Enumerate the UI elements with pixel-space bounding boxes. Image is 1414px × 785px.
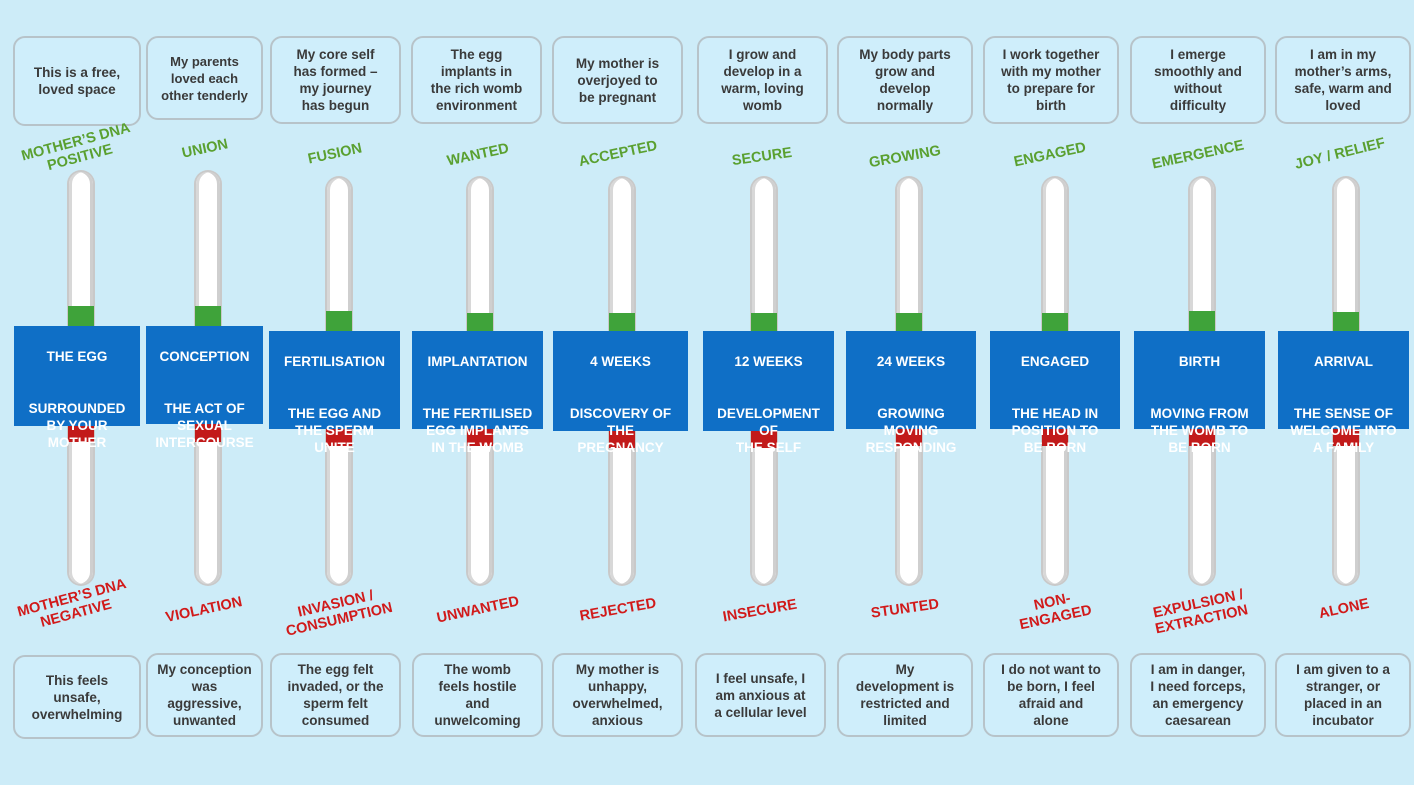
positive-label: WANTED — [445, 140, 511, 170]
negative-statement: The womb feels hostile and unwelcoming — [412, 653, 543, 737]
stage-description: THE FERTILISED EGG IMPLANTS IN THE WOMB — [422, 406, 533, 455]
stage-panel: ARRIVAL THE SENSE OF WELCOME INTO A FAMI… — [1278, 331, 1409, 455]
stage-title: 24 WEEKS — [876, 354, 946, 369]
stage-title: IMPLANTATION — [427, 354, 528, 369]
positive-marker — [326, 311, 352, 331]
stage-panel: ENGAGED THE HEAD IN POSITION TO BE BORN — [990, 331, 1120, 455]
stage-panel: 24 WEEKS GROWING MOVING RESPONDING — [846, 331, 976, 455]
negative-marker — [195, 424, 221, 442]
stage-panel: BIRTH MOVING FROM THE WOMB TO BE BORN — [1134, 331, 1265, 455]
positive-statement: I emerge smoothly and without difficulty — [1130, 36, 1266, 124]
negative-label: ALONE — [1317, 595, 1371, 623]
positive-statement: I am in my mother’s arms, safe, warm and… — [1275, 36, 1411, 124]
negative-statement: The egg felt invaded, or the sperm felt … — [270, 653, 401, 737]
negative-label: INSECURE — [721, 596, 799, 626]
negative-label: INVASION / CONSUMPTION — [284, 587, 395, 640]
stage-description: GROWING MOVING RESPONDING — [865, 406, 957, 455]
negative-marker — [751, 430, 777, 448]
positive-statement: My mother is overjoyed to be pregnant — [552, 36, 683, 124]
stage-description: THE EGG AND THE SPERM UNITE — [287, 406, 382, 455]
positive-marker — [1333, 312, 1359, 332]
positive-statement: I grow and develop in a warm, loving wom… — [697, 36, 828, 124]
negative-marker — [1333, 428, 1359, 446]
positive-label: FUSION — [306, 140, 364, 168]
positive-marker — [896, 313, 922, 333]
negative-marker — [326, 428, 352, 446]
positive-statement: My core self has formed – my journey has… — [270, 36, 401, 124]
stage-description: THE HEAD IN POSITION TO BE BORN — [1011, 406, 1099, 455]
positive-label: EMERGENCE — [1150, 137, 1246, 173]
stage-title: BIRTH — [1178, 354, 1221, 369]
positive-label: JOY / RELIEF — [1293, 135, 1387, 173]
negative-statement: I am given to a stranger, or placed in a… — [1275, 653, 1411, 737]
negative-label: UNWANTED — [435, 593, 521, 627]
negative-label: REJECTED — [578, 595, 658, 625]
negative-marker — [68, 424, 94, 442]
positive-label: ENGAGED — [1012, 139, 1088, 171]
negative-statement: I do not want to be born, I feel afraid … — [983, 653, 1119, 737]
positive-marker — [609, 313, 635, 333]
stage-title: 12 WEEKS — [734, 354, 803, 369]
positive-label: SECURE — [730, 144, 794, 170]
negative-label: STUNTED — [869, 596, 941, 622]
positive-marker — [467, 313, 493, 333]
positive-label: ACCEPTED — [577, 137, 659, 171]
stage-description: SURROUNDED BY YOUR MOTHER — [28, 401, 126, 450]
stage-panel: THE EGG SURROUNDED BY YOUR MOTHER — [14, 326, 140, 450]
stage-title: ENGAGED — [1020, 354, 1090, 369]
negative-label: VIOLATION — [164, 594, 244, 626]
positive-statement: I work together with my mother to prepar… — [983, 36, 1119, 124]
stage-panel: FERTILISATION THE EGG AND THE SPERM UNIT… — [269, 331, 400, 455]
stage-description: THE SENSE OF WELCOME INTO A FAMILY — [1290, 406, 1397, 455]
stage-panel: IMPLANTATION THE FERTILISED EGG IMPLANTS… — [412, 331, 543, 455]
positive-marker — [1189, 311, 1215, 331]
stage-title: ARRIVAL — [1314, 354, 1373, 369]
negative-statement: My conception was aggressive, unwanted — [146, 653, 263, 737]
negative-marker — [1042, 428, 1068, 446]
negative-label: MOTHER’S DNA NEGATIVE — [15, 576, 129, 631]
positive-marker — [195, 306, 221, 326]
positive-statement: The egg implants in the rich womb enviro… — [411, 36, 542, 124]
negative-label: EXPULSION / EXTRACTION — [1151, 586, 1250, 638]
negative-marker — [467, 428, 493, 446]
positive-marker — [1042, 313, 1068, 333]
stage-panel: 4 WEEKS DISCOVERY OF THE PREGNANCY — [553, 331, 688, 455]
stage-title: FERTILISATION — [284, 354, 385, 369]
negative-statement: My development is restricted and limited — [837, 653, 973, 737]
positive-marker — [68, 306, 94, 326]
positive-statement: My body parts grow and develop normally — [837, 36, 973, 124]
positive-statement: This is a free, loved space — [13, 36, 141, 126]
negative-statement: I am in danger, I need forceps, an emerg… — [1130, 653, 1266, 737]
negative-statement: This feels unsafe, overwhelming — [13, 655, 141, 739]
negative-marker — [1189, 428, 1215, 446]
negative-marker — [609, 430, 635, 448]
positive-label: GROWING — [867, 142, 943, 172]
stage-title: 4 WEEKS — [590, 354, 651, 369]
stage-description: THE ACT OF SEXUAL INTERCOURSE — [155, 401, 254, 450]
positive-marker — [751, 313, 777, 333]
stage-description: MOVING FROM THE WOMB TO BE BORN — [1150, 406, 1249, 455]
stage-title: THE EGG — [46, 349, 108, 364]
stage-panel: 12 WEEKS DEVELOPMENT OF THE SELF — [703, 331, 834, 455]
negative-label: NON- ENGAGED — [1018, 590, 1094, 634]
stage-panel: CONCEPTION THE ACT OF SEXUAL INTERCOURSE — [146, 326, 263, 450]
stage-description: DISCOVERY OF THE PREGNANCY — [569, 406, 672, 455]
stage-description: DEVELOPMENT OF THE SELF — [717, 406, 820, 455]
negative-statement: My mother is unhappy, overwhelmed, anxio… — [552, 653, 683, 737]
positive-statement: My parents loved each other tenderly — [146, 36, 263, 120]
stage-title: CONCEPTION — [159, 349, 250, 364]
negative-marker — [896, 428, 922, 446]
negative-statement: I feel unsafe, I am anxious at a cellula… — [695, 653, 826, 737]
positive-label: UNION — [180, 136, 230, 162]
